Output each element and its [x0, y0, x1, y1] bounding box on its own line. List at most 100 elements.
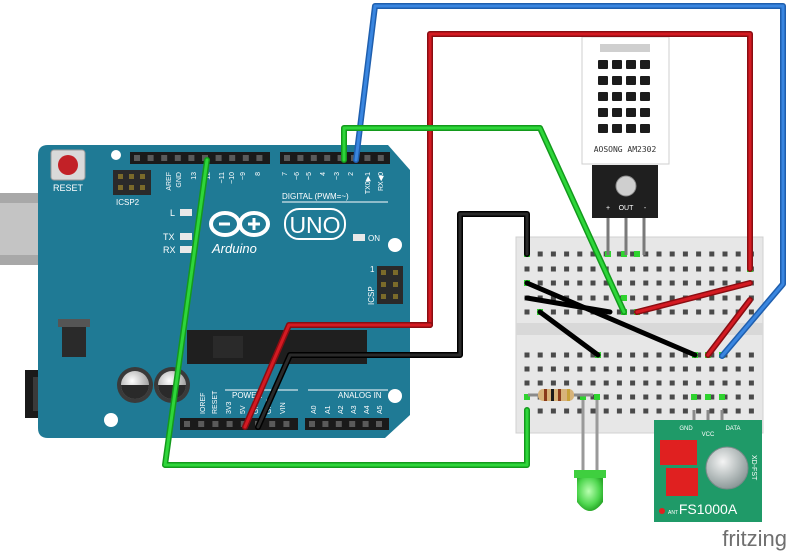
voltage-regulator-tab [58, 319, 90, 327]
led-tx [180, 233, 192, 240]
wires [162, 3, 786, 468]
fs1000a-transmitter: GND VCC DATA FS1000A XD-FST ANT [654, 410, 762, 522]
led-l [180, 209, 192, 216]
breadboard-hole [643, 408, 649, 414]
header-pin [256, 155, 263, 161]
breadboard-hole-active [691, 394, 697, 400]
breadboard-hole [616, 408, 622, 414]
breadboard-hole [603, 394, 609, 400]
mount-hole [111, 150, 121, 160]
header-pin [226, 421, 233, 427]
breadboard-hole [590, 280, 596, 286]
breadboard-hole [682, 366, 688, 372]
breadboard-hole [643, 394, 649, 400]
tx-ant-pad [659, 508, 665, 514]
header-pin [242, 155, 249, 161]
mount-hole [104, 413, 118, 427]
led-label-on: ON [368, 234, 380, 243]
breadboard-hole [656, 266, 662, 272]
breadboard-hole [696, 408, 702, 414]
breadboard-hole [656, 251, 662, 257]
breadboard-hole [577, 280, 583, 286]
breadboard-hole [524, 266, 530, 272]
pin-label-1: TX0▶1 [365, 172, 372, 194]
header-pin [284, 155, 290, 161]
led-label-rx: RX [163, 245, 176, 255]
reset-label: RESET [53, 183, 84, 193]
breadboard-hole [630, 251, 636, 257]
breadboard-hole [616, 394, 622, 400]
breadboard-hole [616, 251, 622, 257]
breadboard-hole [709, 366, 715, 372]
breadboard-hole [748, 394, 754, 400]
breadboard-hole [630, 280, 636, 286]
breadboard-hole [682, 280, 688, 286]
breadboard-hole [590, 366, 596, 372]
header-pin [310, 155, 317, 161]
breadboard-hole [748, 352, 754, 358]
icsp2-header [113, 170, 151, 195]
breadboard-hole [630, 266, 636, 272]
breadboard-hole [630, 352, 636, 358]
header-pin [229, 155, 236, 161]
breadboard-hole [603, 408, 609, 414]
tx-side-code: XD-FST [750, 455, 757, 481]
pin-label-4: 4 [320, 172, 327, 176]
wire-black-jumper-1 [524, 280, 698, 358]
breadboard-hole [656, 380, 662, 386]
led-label-tx: TX [163, 232, 175, 242]
breadboard-hole [696, 394, 702, 400]
pin-label-7: 7 [282, 172, 289, 176]
breadboard-hole [722, 266, 728, 272]
breadboard-hole [643, 280, 649, 286]
breadboard-hole [722, 295, 728, 301]
breadboard-hole [696, 380, 702, 386]
tx-red-component-1 [660, 440, 697, 465]
arduino-brand: Arduino [211, 241, 257, 256]
breadboard-hole [550, 309, 556, 315]
header-pin [376, 421, 382, 427]
breadboard-hole-active [621, 295, 627, 301]
header-pin [377, 155, 384, 161]
breadboard-hole [656, 309, 662, 315]
sensor-grille-slot [598, 76, 608, 85]
header-pin [198, 421, 205, 427]
reset-button-cap [58, 155, 78, 175]
led-label-l: L [170, 208, 175, 218]
voltage-regulator [62, 325, 86, 357]
breadboard-hole [682, 394, 688, 400]
sensor-grille-slot [626, 92, 636, 101]
breadboard-hole [550, 352, 556, 358]
uno-badge [284, 208, 346, 240]
header-pin [322, 421, 329, 427]
wire-black-jumper-2 [524, 295, 613, 315]
sensor-grille-slot [598, 108, 608, 117]
sensor-grille-slot [612, 92, 622, 101]
pin-label-8: 8 [255, 172, 262, 176]
breadboard-hole [735, 266, 741, 272]
breadboard-hole [537, 380, 543, 386]
sensor-grille-slot [626, 60, 636, 69]
breadboard-hole-active [634, 251, 640, 257]
breadboard-hole [590, 352, 596, 358]
breadboard-hole [564, 280, 570, 286]
tx-pin-data-label: DATA [725, 426, 740, 432]
pin-label-6: ~6 [294, 172, 301, 180]
tx-pin-vcc-label: VCC [702, 432, 715, 438]
breadboard-hole [748, 309, 754, 315]
breadboard-hole [669, 309, 675, 315]
header-pin [349, 421, 356, 427]
breadboard-hole [669, 366, 675, 372]
breadboard-hole [577, 380, 583, 386]
sensor-grille-slot [640, 76, 650, 85]
header-pin [215, 155, 222, 161]
breadboard-hole-active [719, 394, 725, 400]
tx-pin-gnd-label: GND [679, 426, 693, 432]
breadboard-hole [564, 352, 570, 358]
pin-label-a3: A3 [351, 405, 358, 414]
breadboard-hole [630, 394, 636, 400]
breadboard-hole [577, 366, 583, 372]
breadboard-hole [577, 309, 583, 315]
breadboard-hole [709, 280, 715, 286]
